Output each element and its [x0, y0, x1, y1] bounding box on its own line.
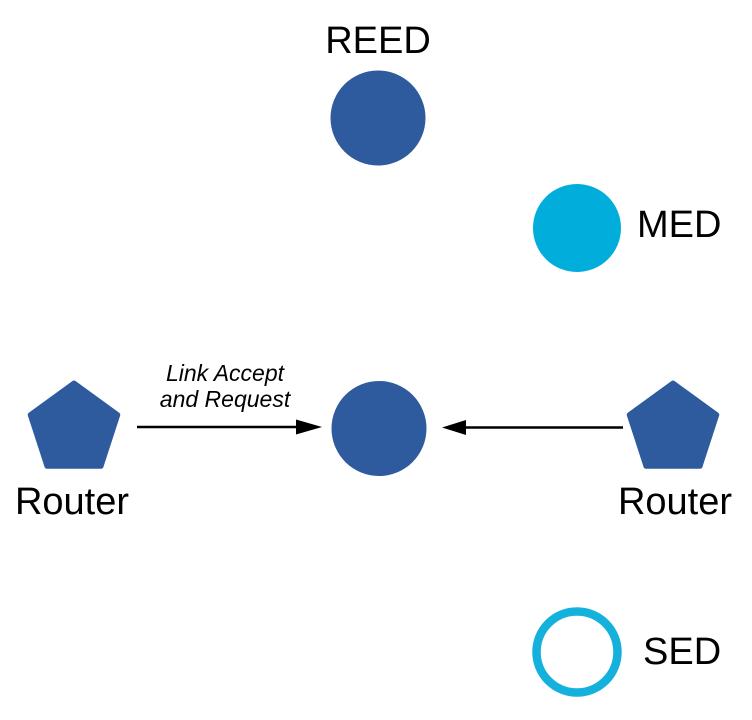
med-node-circle — [533, 184, 621, 272]
sed-node-label: SED — [643, 631, 722, 673]
sed-node-circle — [532, 607, 622, 697]
left-arrow-label-line1: Link Accept — [165, 360, 285, 386]
router-left-label: Router — [14, 481, 130, 523]
router-left-pentagon — [27, 380, 121, 469]
right-arrow-head — [442, 420, 466, 435]
router-right-pentagon — [626, 380, 720, 469]
left-arrow-head — [296, 419, 322, 435]
reed-node-circle — [330, 70, 426, 166]
router-right-label: Router — [617, 481, 733, 523]
left-arrow-label: Link Accept and Request — [105, 360, 345, 412]
center-node-circle — [331, 381, 427, 476]
med-node-label: MED — [637, 204, 722, 246]
left-arrow-label-line2: and Request — [159, 386, 291, 412]
reed-node-label: REED — [325, 20, 431, 62]
